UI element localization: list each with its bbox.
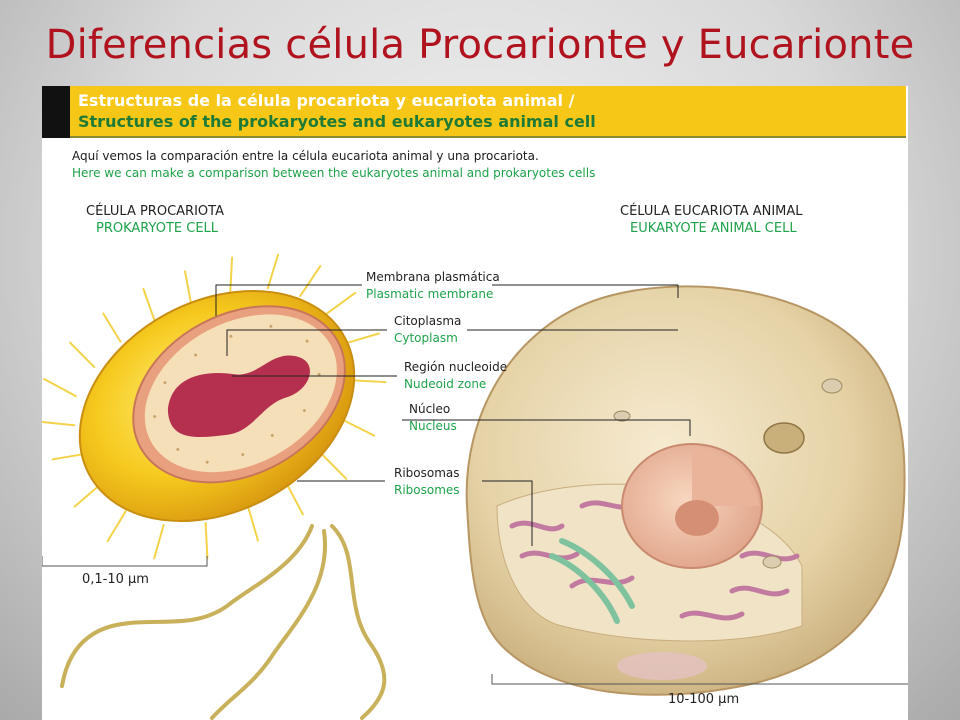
- eukaryote-title-en: EUKARYOTE ANIMAL CELL: [630, 221, 797, 236]
- banner-title-es: Estructuras de la célula procariota y eu…: [78, 91, 575, 110]
- cell-illustration: [42, 253, 908, 720]
- label-ribosomes-en: Ribosomes: [394, 483, 460, 497]
- pili: [42, 253, 387, 560]
- eukaryote-cell: [465, 285, 906, 696]
- diagram-panel: Estructuras de la célula procariota y eu…: [42, 86, 908, 720]
- prokaryote-title-es: CÉLULA PROCARIOTA: [86, 204, 224, 219]
- label-plasma-membrane-es: Membrana plasmática: [366, 270, 500, 284]
- slide-title: Diferencias célula Procarionte y Eucario…: [45, 22, 915, 68]
- prokaryote-scale-bracket: [42, 556, 208, 567]
- prokaryote-scale: 0,1-10 µm: [82, 572, 149, 587]
- eukaryote-scale: 10-100 µm: [668, 692, 740, 707]
- label-nucleoid-en: Nudeoid zone: [404, 377, 487, 391]
- label-plasma-membrane-en: Plasmatic membrane: [366, 287, 494, 301]
- prokaryote-cell: [42, 253, 387, 560]
- intro-text-es: Aquí vemos la comparación entre la célul…: [72, 149, 539, 163]
- label-nucleoid-es: Región nucleoide: [404, 360, 508, 374]
- label-nucleus-es: Núcleo: [409, 402, 451, 416]
- banner-title-en: Structures of the prokaryotes and eukary…: [78, 112, 596, 131]
- label-cytoplasm-es: Citoplasma: [394, 314, 462, 328]
- intro-text-en: Here we can make a comparison between th…: [72, 166, 596, 180]
- label-cytoplasm-en: Cytoplasm: [394, 331, 458, 345]
- banner-black-bar: [42, 86, 70, 138]
- label-ribosomes-es: Ribosomas: [394, 466, 460, 480]
- eukaryote-scale-bracket: [491, 674, 908, 685]
- banner: Estructuras de la célula procariota y eu…: [42, 86, 906, 138]
- eukaryote-title-es: CÉLULA EUCARIOTA ANIMAL: [620, 204, 803, 219]
- prokaryote-title-en: PROKARYOTE CELL: [96, 221, 219, 236]
- label-nucleus-en: Nucleus: [409, 419, 457, 433]
- flagella: [60, 524, 387, 720]
- leader-lines: [215, 284, 691, 546]
